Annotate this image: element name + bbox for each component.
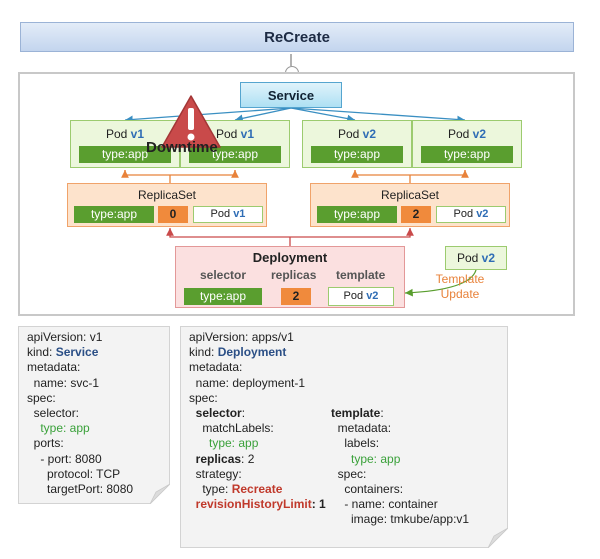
pod-label: type:app <box>311 146 403 163</box>
deployment-template-value: Pod v2 <box>328 287 394 306</box>
pod-version: v1 <box>130 127 145 141</box>
deployment-title: Deployment <box>252 250 328 265</box>
replicaset-count: 2 <box>401 206 431 223</box>
deployment-yaml-note: apiVersion: apps/v1 kind: Deployment met… <box>180 326 508 548</box>
pod-name: Pod <box>215 127 238 141</box>
service-link-pod-1 <box>124 107 292 124</box>
service-node: Service <box>240 82 342 108</box>
replicaset-node: ReplicaSet type:app 0 Pod v1 <box>67 183 267 227</box>
service-link-pod-2 <box>234 107 292 123</box>
rs2-to-pods <box>354 170 466 183</box>
pod-name: Pod <box>105 127 128 141</box>
replicaset-selector: type:app <box>74 206 154 223</box>
pod-version: v2 <box>472 127 487 141</box>
replicaset-pod-template: Pod v2 <box>436 206 506 223</box>
service-link-pod-3 <box>290 107 356 123</box>
replicaset-node: ReplicaSet type:app 2 Pod v2 <box>310 183 510 227</box>
rs1-to-pods <box>124 170 236 183</box>
downtime-label: Downtime <box>146 139 218 156</box>
pod-name: Pod <box>447 127 470 141</box>
replicaset-count: 0 <box>158 206 188 223</box>
deployment-replicas-value: 2 <box>281 288 311 305</box>
warning-icon <box>161 95 221 148</box>
page-fold-icon <box>150 484 170 504</box>
pod-name: Pod <box>337 127 360 141</box>
service-link-pod-4 <box>290 107 466 124</box>
service-yaml-note: apiVersion: v1 kind: Service metadata: n… <box>18 326 170 504</box>
deployment-replicas-head: replicas <box>271 268 317 282</box>
template-update-label: Template Update <box>435 272 485 301</box>
pod-node: Pod v2 type:app <box>302 120 412 168</box>
pod-node: Pod v1 type:app <box>70 120 180 168</box>
deployment-selector-head: selector <box>200 268 247 282</box>
replicaset-title: ReplicaSet <box>137 188 197 202</box>
pod-version: v1 <box>240 127 255 141</box>
pod-node: Pod v2 type:app <box>412 120 522 168</box>
diagram-title: ReCreate <box>264 28 330 46</box>
replicaset-pod-template: Pod v1 <box>193 206 263 223</box>
title-bar: ReCreate <box>20 22 574 52</box>
pod-label: type:app <box>421 146 513 163</box>
deployment-to-rs <box>169 229 411 246</box>
template-update-arrow <box>404 269 477 297</box>
service-label: Service <box>267 87 315 103</box>
page-fold-icon <box>488 528 508 548</box>
deployment-node: Deployment selector replicas template ty… <box>175 246 405 308</box>
pod-version: v2 <box>362 127 377 141</box>
new-pod-template: Pod v2 <box>445 246 507 270</box>
pod-label: type:app <box>189 146 281 163</box>
replicaset-title: ReplicaSet <box>380 188 440 202</box>
deployment-template-head: template <box>336 268 386 282</box>
pod-label: type:app <box>79 146 171 163</box>
replicaset-selector: type:app <box>317 206 397 223</box>
deployment-selector-value: type:app <box>184 288 262 305</box>
